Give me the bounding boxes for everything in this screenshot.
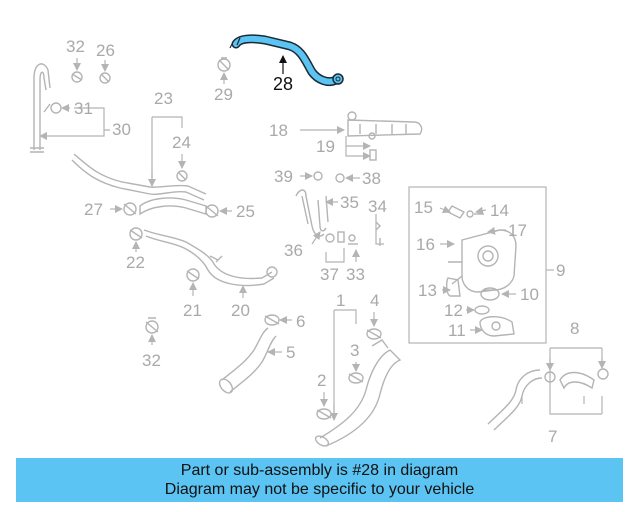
callout-37: 37 [320, 265, 339, 284]
hose-23-upper [71, 153, 207, 216]
callout-25: 25 [236, 202, 255, 221]
bracket-34 [375, 214, 384, 245]
clip-31 [43, 102, 62, 114]
banner-line-part: Part or sub-assembly is #28 in diagram [180, 462, 459, 479]
parts-diagram: 28 32 26 29 31 30 23 24 18 19 39 38 35 3… [30, 34, 609, 447]
gasket-12 [474, 305, 490, 315]
clamp-32-top [71, 71, 83, 83]
clip-39 [313, 171, 323, 181]
callout-33: 33 [346, 265, 365, 284]
info-banner: Part or sub-assembly is #28 in diagram D… [16, 458, 623, 502]
clamp-25 [205, 204, 219, 218]
clip-38 [335, 173, 345, 183]
callout-8: 8 [570, 319, 579, 338]
callout-16: 16 [416, 235, 435, 254]
fittings-19 [368, 132, 377, 161]
clamp-24 [176, 170, 188, 182]
callout-11: 11 [448, 321, 466, 340]
bracket-1 [333, 309, 357, 418]
clamp-26 [99, 72, 111, 84]
callout-20: 20 [231, 301, 250, 320]
clamp-22 [129, 227, 143, 241]
callout-28: 28 [273, 74, 293, 94]
hose-5 [218, 327, 277, 394]
clamp-8-left [544, 371, 556, 383]
bracket-30-31 [46, 107, 110, 137]
clamp-21 [186, 268, 200, 282]
callout-31: 31 [74, 99, 93, 118]
callout-34: 34 [368, 197, 387, 216]
callout-32-bottom: 32 [142, 351, 161, 370]
callout-36: 36 [284, 241, 303, 260]
rail-18 [347, 111, 423, 137]
clamp-8-right [597, 368, 609, 380]
callout-9: 9 [556, 261, 565, 280]
fittings-33 [348, 234, 358, 245]
clamp-2 [316, 408, 332, 420]
callout-23: 23 [154, 89, 173, 108]
bracket-19 [345, 136, 362, 157]
part-32-tube [30, 63, 51, 153]
clamp-32-bottom [145, 317, 159, 334]
callout-6: 6 [296, 312, 305, 331]
part-28-hose[interactable] [229, 34, 344, 87]
clamp-27 [123, 202, 137, 216]
clamp-4 [366, 328, 382, 340]
fittings-34 [375, 221, 381, 246]
callout-38: 38 [362, 169, 381, 188]
callout-39: 39 [274, 167, 293, 186]
hose-1 [314, 339, 402, 447]
banner-line-disclaimer: Diagram may not be specific to your vehi… [164, 481, 475, 498]
callout-15: 15 [414, 198, 433, 217]
callout-24: 24 [172, 133, 191, 152]
callout-3: 3 [350, 341, 359, 360]
callout-1: 1 [336, 291, 345, 310]
gasket-13 [445, 277, 461, 297]
clamp-29 [217, 57, 231, 72]
callout-14: 14 [490, 201, 509, 220]
callout-27: 27 [84, 200, 103, 219]
assembly-box-9 [408, 186, 547, 344]
callout-30: 30 [112, 120, 131, 139]
callout-29: 29 [214, 85, 233, 104]
callout-22: 22 [126, 253, 145, 272]
callout-32-top: 32 [66, 37, 85, 56]
hose-35 [317, 195, 329, 232]
callout-7: 7 [548, 427, 557, 446]
thermostat-10 [480, 287, 500, 301]
callout-12: 12 [444, 301, 463, 320]
callout-21: 21 [183, 301, 202, 320]
callout-5: 5 [286, 343, 295, 362]
hose-20 [143, 229, 278, 287]
callout-19: 19 [316, 137, 335, 156]
callout-18: 18 [269, 121, 288, 140]
clamp-6 [264, 314, 280, 326]
bracket-7-8 [549, 347, 603, 415]
callout-4: 4 [370, 291, 379, 310]
housing-11 [479, 316, 515, 337]
callout-13: 13 [418, 281, 437, 300]
fittings-37 [325, 231, 345, 243]
callout-10: 10 [520, 285, 539, 304]
clamp-3 [348, 372, 364, 384]
hose-7 [487, 369, 595, 431]
callout-26: 26 [96, 41, 115, 60]
callout-17: 17 [508, 221, 527, 240]
callout-35: 35 [340, 193, 359, 212]
callout-2: 2 [317, 371, 326, 390]
bracket-37 [325, 248, 345, 263]
